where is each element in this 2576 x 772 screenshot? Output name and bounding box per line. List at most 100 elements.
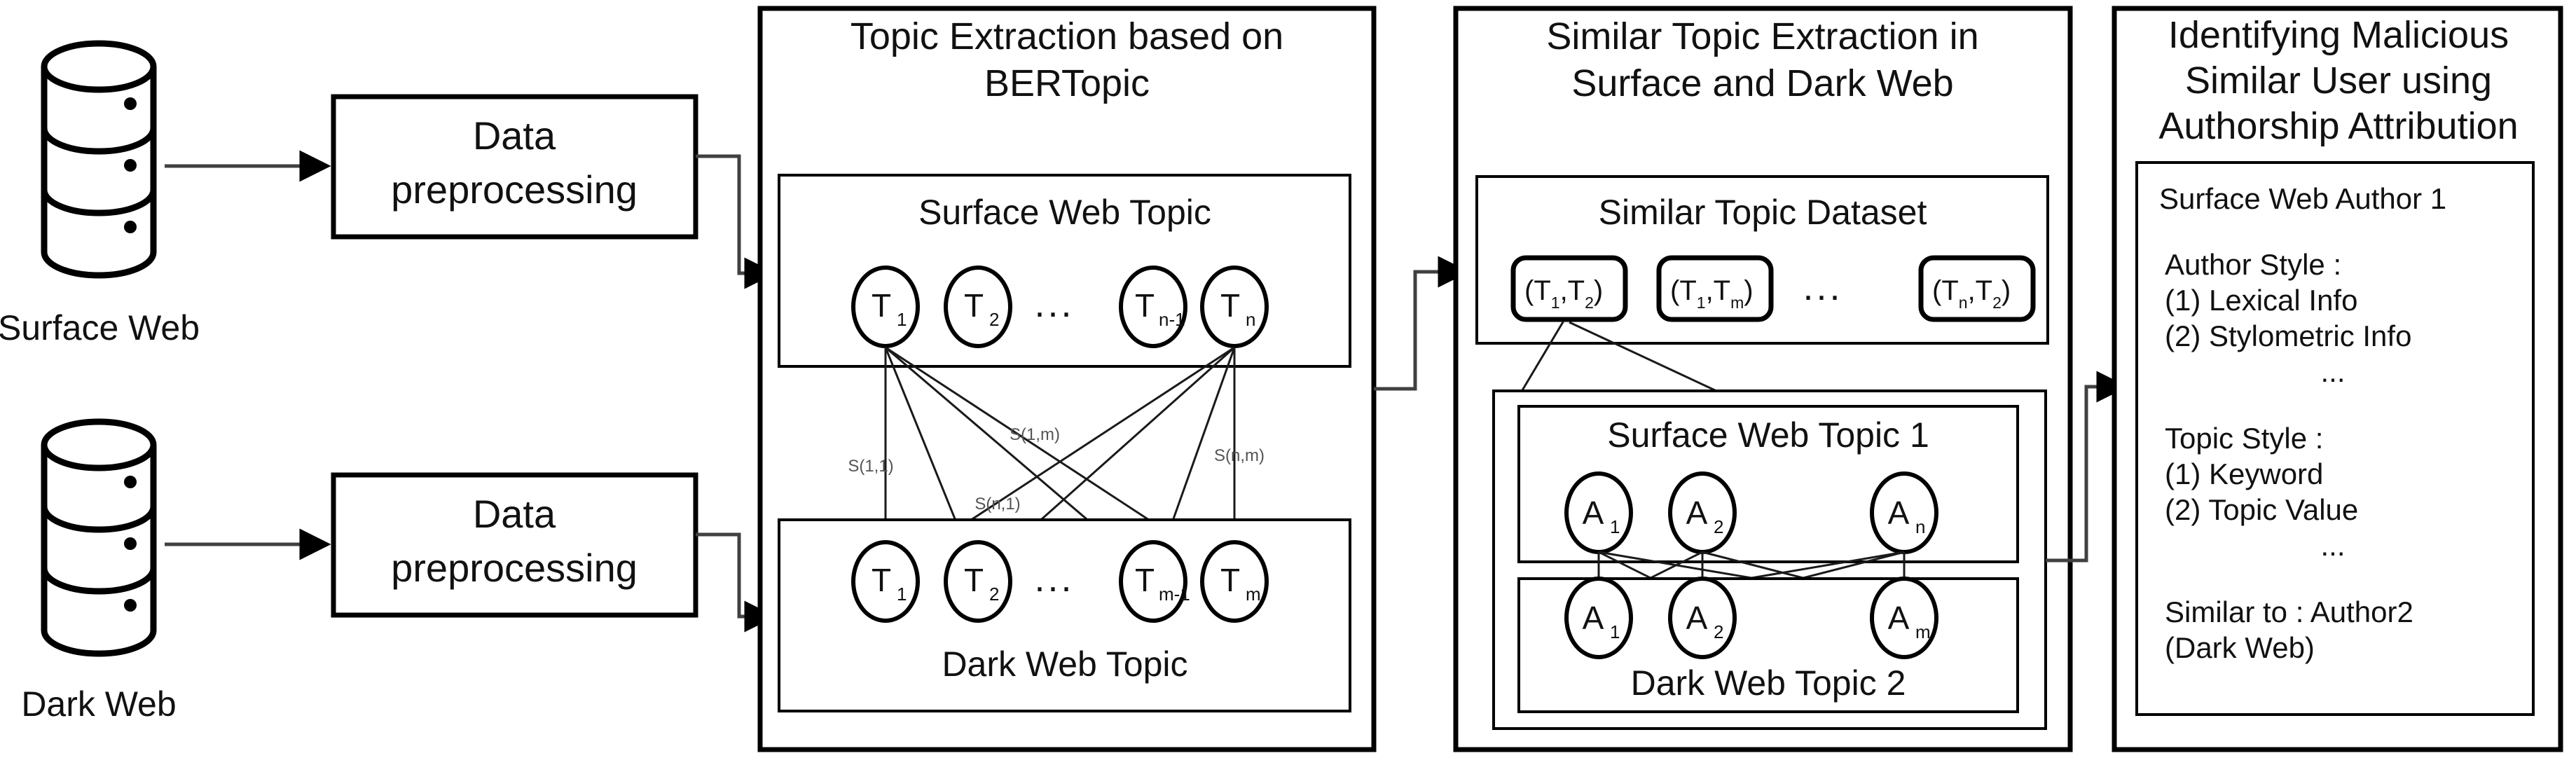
author-profile-line: (2) Stylometric Info [2165,319,2411,352]
author-profile-heading: Surface Web Author 1 [2159,182,2446,215]
node-label: T [1220,562,1240,598]
connector-preprocess-dark-to-topic [696,532,776,633]
author-profile-line: (1) Keyword [2165,457,2323,490]
dark-web-topic-panel: T 1 T 2 ... T m-1 T m Dark Web Topic [778,518,1351,712]
node-subscript: 1 [897,309,907,330]
author-profile-line: (1) Lexical Info [2165,284,2357,317]
stage-topic-extraction: Topic Extraction based on BERTopic Surfa… [757,6,1377,752]
node-subscript: n [1915,516,1925,537]
panel-caption: Surface Web Topic [918,193,1211,232]
similar-topic-dataset-panel: Similar Topic Dataset (T1,T2) (T1,Tm) ..… [1475,175,2049,345]
similarity-label: S(1,m) [1010,425,1060,444]
panel-caption: Similar Topic Dataset [1599,193,1927,232]
chip-sub2: 2 [1992,294,2002,312]
chip-sub2: m [1730,294,1744,312]
chip-expansion-leaders [1519,320,1717,394]
connector-stage2-to-stage3 [2046,371,2128,563]
chip-mid: ,T [1560,275,1585,306]
chip-sub1: n [1959,294,1968,312]
topic-pair-chip[interactable]: (T1,T2) [1510,255,1628,322]
author-profile-line: Author Style : [2165,248,2341,281]
stage-title-line3: Authorship Attribution [2158,105,2518,147]
topic-node[interactable]: T 1 [851,266,920,348]
stage-similar-topic-extraction: Similar Topic Extraction in Surface and … [1453,6,2073,752]
topic-pair-chip[interactable]: (Tn,T2) [1918,255,2036,322]
author-profile-line: Similar to : Author2 [2165,595,2413,628]
preprocess-box-surface[interactable]: Data preprocessing [331,94,698,240]
preprocess-label-line2: preprocessing [391,546,638,590]
surface-web-topic-panel: Surface Web Topic T 1 T 2 ... T n-1 T n [778,174,1351,368]
stage-title-line1: Similar Topic Extraction in [1546,15,1978,57]
chip-sub1: 1 [1551,294,1560,312]
topic-node[interactable]: T n-1 [1119,266,1187,348]
author-node[interactable]: A 2 [1668,577,1737,659]
node-label: T [964,287,984,324]
preprocess-label-line1: Data [473,113,556,158]
panel-caption: Dark Web Topic [942,645,1187,684]
topic-ellipsis: ... [1034,283,1074,325]
author-node[interactable]: A 2 [1668,471,1737,554]
author-node[interactable]: A 1 [1564,577,1633,659]
chip-open: (T [1524,275,1551,306]
node-subscript: 1 [897,584,907,605]
node-subscript: m [1246,584,1261,605]
connector-preprocess-surface-to-topic [696,154,776,289]
chip-sub2: 2 [1585,294,1594,312]
svg-text:(T1,Tm): (T1,Tm) [1670,275,1754,312]
source-label-surface-web: Surface Web [0,308,200,347]
similarity-label: S(n,m) [1214,446,1265,465]
node-subscript: 2 [989,309,999,330]
chip-sub1: 1 [1697,294,1706,312]
stage-title-line2: BERTopic [984,62,1150,104]
preprocess-box-dark[interactable]: Data preprocessing [331,472,698,618]
node-label: T [1220,287,1240,324]
author-profile-line: (2) Topic Value [2165,493,2358,526]
topic-pair-chip[interactable]: (T1,Tm) [1656,255,1774,322]
preprocess-label-line1: Data [473,492,556,536]
node-subscript: 2 [1714,516,1723,537]
stage-title-line1: Identifying Malicious [2168,14,2509,56]
chip-mid: ,T [1706,275,1731,306]
panel-caption: Surface Web Topic 1 [1607,415,1929,455]
database-cylinder-icon [41,40,157,279]
node-subscript: m [1915,621,1931,642]
author-node[interactable]: A n [1870,471,1938,554]
node-subscript: n [1246,309,1255,330]
node-subscript: 1 [1610,621,1620,642]
source-label-dark-web: Dark Web [21,684,176,724]
chip-close: ) [1594,275,1603,306]
topic-node[interactable]: T m-1 [1119,540,1190,623]
author-profile-line: ... [2320,355,2345,388]
topic-node[interactable]: T n [1200,266,1269,348]
node-label: A [1888,495,1910,531]
source-dark-web: Dark Web [21,418,177,724]
similarity-label: S(n,1) [974,495,1020,513]
similarity-label: S(1,1) [848,457,893,476]
topic-node[interactable]: T 1 [851,540,920,623]
chip-mid: ,T [1968,275,1993,306]
dark-web-topic2-panel: A 1 A 2 A m Dark Web Topic 2 [1517,577,2019,713]
author-node[interactable]: A 1 [1564,471,1633,554]
node-subscript: n-1 [1159,309,1185,330]
author-profile-line: (Dark Web) [2165,631,2315,664]
panel-caption: Dark Web Topic 2 [1631,663,1906,703]
node-label: A [1888,600,1910,636]
author-node[interactable]: A m [1870,577,1938,659]
node-subscript: m-1 [1159,584,1190,605]
author-profile-panel: Surface Web Author 1 Author Style : (1) … [2135,161,2535,716]
surface-web-topic1-panel: Surface Web Topic 1 A 1 A 2 A n [1517,405,2019,563]
node-label: T [1135,287,1155,324]
author-profile-line: ... [2320,529,2345,562]
svg-text:(T1,T2): (T1,T2) [1524,275,1603,312]
author-detail-wrapper: Surface Web Topic 1 A 1 A 2 A n [1492,390,2047,730]
node-label: T [1135,562,1155,598]
node-subscript: 2 [989,584,999,605]
topic-node[interactable]: T 2 [944,266,1012,348]
database-cylinder-icon [41,418,157,657]
connector-stage1-to-stage2 [1374,256,1470,391]
topic-node[interactable]: T 2 [944,540,1012,623]
chip-open: (T [1932,275,1959,306]
topic-node[interactable]: T m [1200,540,1269,623]
node-label: T [872,562,891,598]
